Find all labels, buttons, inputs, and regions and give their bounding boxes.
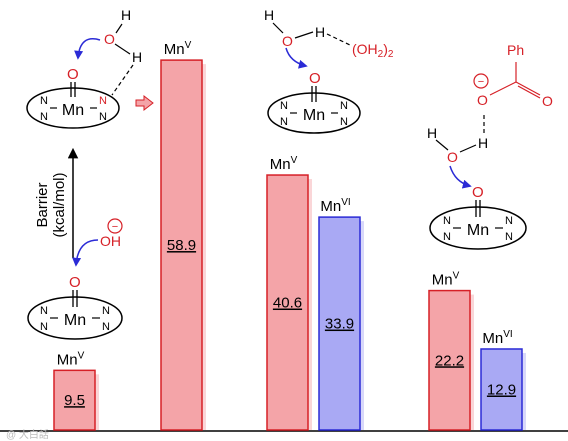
n-atom-red: N xyxy=(99,95,107,107)
bars-group: 9.5MnV58.9MnV40.6MnV33.9MnVI22.2MnV12.9M… xyxy=(53,40,526,431)
structure-bottom-left: Mn N N N N O OH − xyxy=(27,218,123,340)
n-atom: N xyxy=(340,100,348,112)
bar-category-label: MnVI xyxy=(482,329,512,347)
porphyrin-ellipse xyxy=(429,206,527,250)
bar-value-label: 33.9 xyxy=(325,316,354,333)
h-atom: H xyxy=(264,7,274,23)
bar-value-label: 12.9 xyxy=(487,381,516,398)
structure-top-middle: Mn N N N N O H O H (OH2)2 xyxy=(264,7,394,134)
mn-atom: Mn xyxy=(64,312,86,329)
n-atom: N xyxy=(40,95,48,107)
n-atom: N xyxy=(102,305,110,317)
red-pointer-arrow xyxy=(135,94,154,112)
o-atom: O xyxy=(477,92,488,108)
bar xyxy=(53,369,96,431)
porphyrin-ellipse xyxy=(26,87,120,129)
bar-value-label: 40.6 xyxy=(273,295,302,312)
bar xyxy=(318,216,361,431)
water-cluster-label: (OH2)2 xyxy=(352,41,394,60)
structure-top-left: Mn N N N N O O H H xyxy=(26,7,142,129)
n-atom: N xyxy=(40,305,48,317)
n-atom: N xyxy=(102,321,110,333)
structure-right: Mn N N N N O H O H O − O Ph xyxy=(427,42,553,250)
h-atom: H xyxy=(132,49,142,65)
h-atom: H xyxy=(478,135,488,151)
n-atom: N xyxy=(443,215,451,227)
bar-value-label: 9.5 xyxy=(64,392,85,409)
n-atom: N xyxy=(40,111,48,123)
y-axis-label-line2: (kcal/mol) xyxy=(51,172,68,237)
mn-atom: Mn xyxy=(467,222,489,239)
bar xyxy=(160,59,203,431)
mn-atom: Mn xyxy=(303,107,325,124)
n-atom: N xyxy=(505,231,513,243)
porphyrin-ellipse xyxy=(267,92,361,134)
h-atom: H xyxy=(315,24,325,40)
porphyrin-ellipse xyxy=(27,296,123,340)
bar xyxy=(266,174,309,431)
bar-category-label: MnV xyxy=(57,350,85,368)
n-atom: N xyxy=(40,321,48,333)
o-atom: O xyxy=(542,93,553,109)
o-atom: O xyxy=(67,66,79,83)
n-atom: N xyxy=(443,231,451,243)
n-atom: N xyxy=(280,100,288,112)
y-axis-label-group: Barrier (kcal/mol) xyxy=(34,147,79,258)
n-atom: N xyxy=(99,111,107,123)
h-atom: H xyxy=(427,125,437,141)
o-atom: O xyxy=(282,33,293,49)
n-atom: N xyxy=(340,116,348,128)
n-atom: N xyxy=(280,116,288,128)
watermark: @ 大白話 xyxy=(6,428,49,441)
o-atom: O xyxy=(447,149,458,165)
n-atom: N xyxy=(505,215,513,227)
negative-charge: − xyxy=(478,76,484,88)
negative-charge: − xyxy=(112,221,118,233)
o-atom: O xyxy=(69,274,81,291)
bar xyxy=(480,348,523,431)
mn-atom: Mn xyxy=(62,102,84,119)
phenyl-label: Ph xyxy=(507,42,524,58)
bar xyxy=(428,289,471,431)
o-atom: O xyxy=(309,70,321,87)
bar-category-label: MnV xyxy=(432,271,460,289)
h-atom: H xyxy=(121,7,131,23)
o-atom: O xyxy=(104,31,115,47)
bar-category-label: MnV xyxy=(270,155,298,173)
bar-category-label: MnVI xyxy=(320,197,350,215)
bar-value-label: 58.9 xyxy=(167,237,196,254)
bar-value-label: 22.2 xyxy=(435,352,464,369)
o-atom: O xyxy=(472,184,484,201)
hydroxide-label: OH xyxy=(100,233,121,249)
y-axis-label-line1: Barrier xyxy=(34,182,51,227)
bar-category-label: MnV xyxy=(164,40,192,58)
